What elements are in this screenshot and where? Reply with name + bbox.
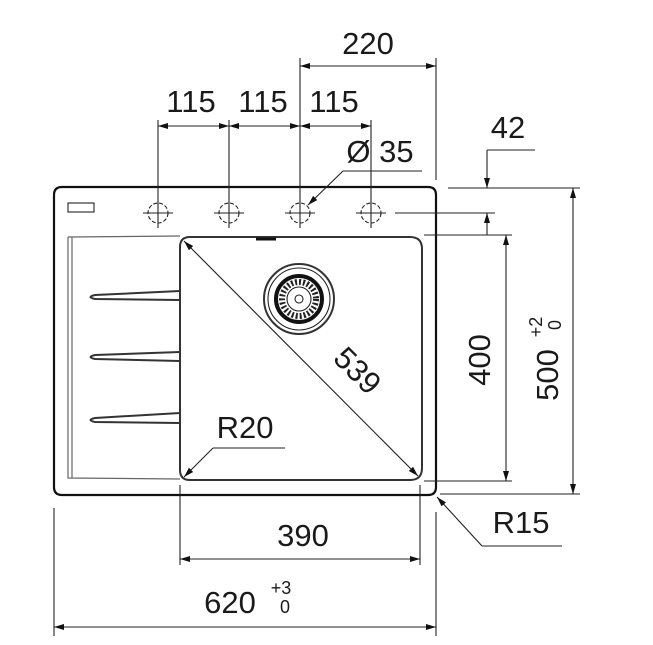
dim-539-label: 539: [327, 340, 388, 401]
groove: [89, 351, 181, 362]
dim-500-tol-upper: +2: [526, 317, 546, 338]
dim-220: 220: [300, 26, 436, 69]
dim-115-label: 115: [309, 84, 358, 119]
dim-500: 500 +2 0: [440, 188, 580, 495]
dim-diameter-label: Ø 35: [346, 134, 413, 169]
dim-400-label: 400: [462, 334, 497, 386]
dim-620-tol-upper: +3: [271, 578, 292, 598]
dim-500-label: 500: [530, 349, 565, 401]
drainboard: [67, 235, 181, 480]
tap-hole-icon: [285, 198, 315, 228]
groove: [89, 290, 181, 301]
tap-hole-icon: [214, 198, 244, 228]
dim-620-label: 620: [204, 585, 256, 620]
sink-outline: [52, 185, 438, 497]
dim-42: 42: [395, 110, 580, 235]
dim-620: 620 +3 0: [53, 508, 437, 636]
dim-r15: R15: [436, 496, 562, 547]
dim-diameter: Ø 35: [307, 134, 422, 206]
dim-390: 390: [179, 485, 421, 565]
dim-115-label: 115: [238, 84, 287, 119]
drain-icon: [263, 263, 335, 335]
tap-hole-icon: [356, 198, 386, 228]
drainboard-grooves: [89, 290, 181, 424]
dim-115-label: 115: [166, 84, 215, 119]
dim-390-label: 390: [277, 518, 329, 553]
dim-r20: R20: [183, 410, 285, 478]
tap-hole-icon: [143, 198, 173, 228]
bowl-outline: [179, 236, 423, 481]
dim-115-row: 115 115 115: [158, 84, 371, 129]
groove: [89, 412, 181, 424]
dim-220-label: 220: [342, 26, 394, 61]
tap-holes: [143, 198, 386, 228]
dim-r15-label: R15: [493, 505, 550, 540]
dim-620-tol-lower: 0: [280, 597, 290, 617]
dim-500-tol-lower: 0: [545, 320, 565, 330]
dim-42-label: 42: [491, 110, 525, 145]
overflow-slot: [67, 202, 95, 213]
dim-r20-label: R20: [217, 410, 274, 445]
dim-400: 400: [424, 234, 512, 482]
